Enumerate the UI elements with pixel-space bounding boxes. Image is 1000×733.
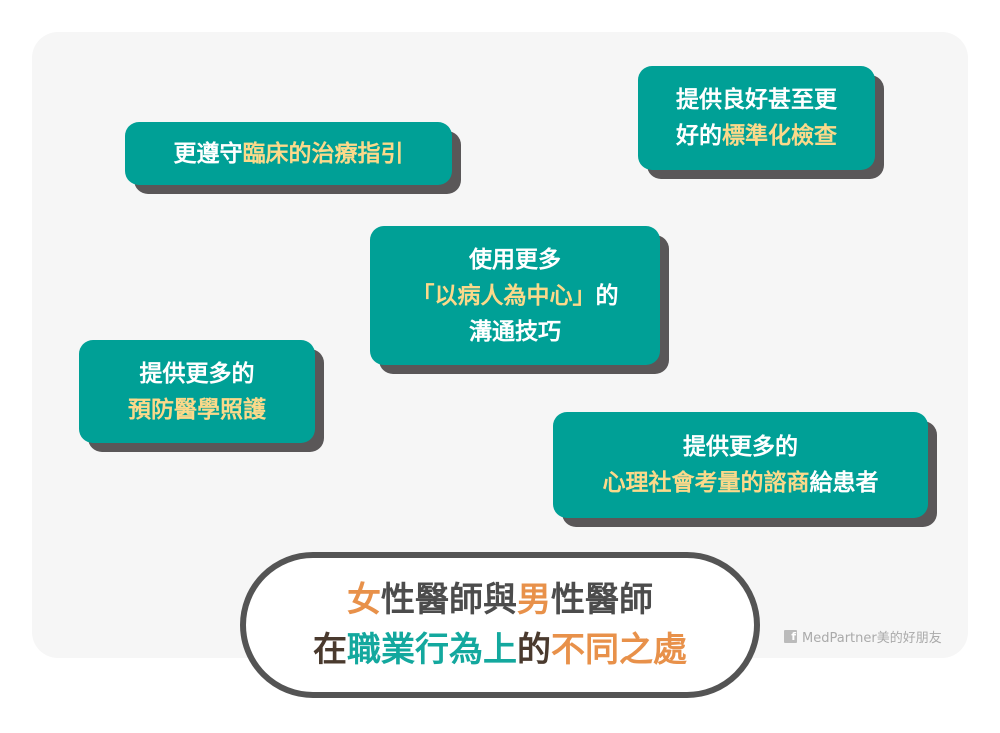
text-segment: 更遵守	[173, 140, 243, 167]
text-line: 心理社會考量的諮商給患者	[603, 465, 879, 501]
text-segment: 不同之處	[551, 630, 687, 670]
text-line: 溝通技巧	[469, 314, 561, 350]
text-segment: 在	[313, 630, 347, 670]
text-segment: 「以病人為中心」	[411, 282, 596, 309]
text-segment: 提供良好甚至更	[676, 87, 837, 113]
text-segment: 女	[347, 580, 381, 620]
text-segment: 的	[595, 282, 619, 309]
text-segment: 給患者	[809, 470, 879, 496]
card-psychosocial-counseling: 提供更多的心理社會考量的諮商給患者	[553, 412, 928, 518]
card-patient-centered: 使用更多「以病人為中心」的溝通技巧	[370, 226, 660, 365]
text-segment: 提供更多的	[139, 360, 255, 387]
text-segment: 好的	[676, 123, 722, 149]
card-clinical-guidelines: 更遵守臨床的治療指引	[125, 122, 452, 185]
text-segment: 心理社會考量的諮商	[602, 470, 810, 496]
text-line: 提供更多的	[140, 356, 255, 392]
text-segment: 性醫師	[551, 580, 653, 620]
card-preventive-care: 提供更多的預防醫學照護	[79, 340, 315, 443]
text-line: 女性醫師與男性醫師	[347, 575, 653, 625]
text-segment: 的	[517, 630, 551, 670]
text-line: 使用更多	[469, 242, 561, 278]
text-line: 提供良好甚至更	[676, 82, 837, 118]
text-line: 更遵守臨床的治療指引	[174, 136, 404, 172]
text-line: 好的標準化檢查	[676, 118, 837, 154]
text-line: 預防醫學照護	[128, 392, 266, 428]
facebook-icon: f	[784, 630, 797, 643]
text-segment: 使用更多	[469, 246, 561, 273]
text-line: 在職業行為上的不同之處	[313, 625, 687, 675]
text-line: 提供更多的	[683, 429, 798, 465]
text-segment: 男	[517, 580, 551, 620]
card-standardized-exams: 提供良好甚至更好的標準化檢查	[638, 66, 875, 170]
watermark-text: MedPartner美的好朋友	[802, 631, 942, 646]
text-segment: 標準化檢查	[722, 123, 837, 149]
text-segment: 溝通技巧	[469, 318, 561, 345]
text-segment: 提供更多的	[683, 434, 798, 460]
text-line: 「以病人為中心」的	[412, 278, 619, 314]
watermark: f MedPartner美的好朋友	[784, 627, 942, 646]
text-segment: 職業行為上	[347, 630, 517, 670]
text-segment: 性醫師與	[381, 580, 517, 620]
main-title: 女性醫師與男性醫師在職業行為上的不同之處	[240, 552, 760, 698]
text-segment: 臨床的治療指引	[242, 140, 404, 167]
text-segment: 預防醫學照護	[128, 396, 266, 423]
